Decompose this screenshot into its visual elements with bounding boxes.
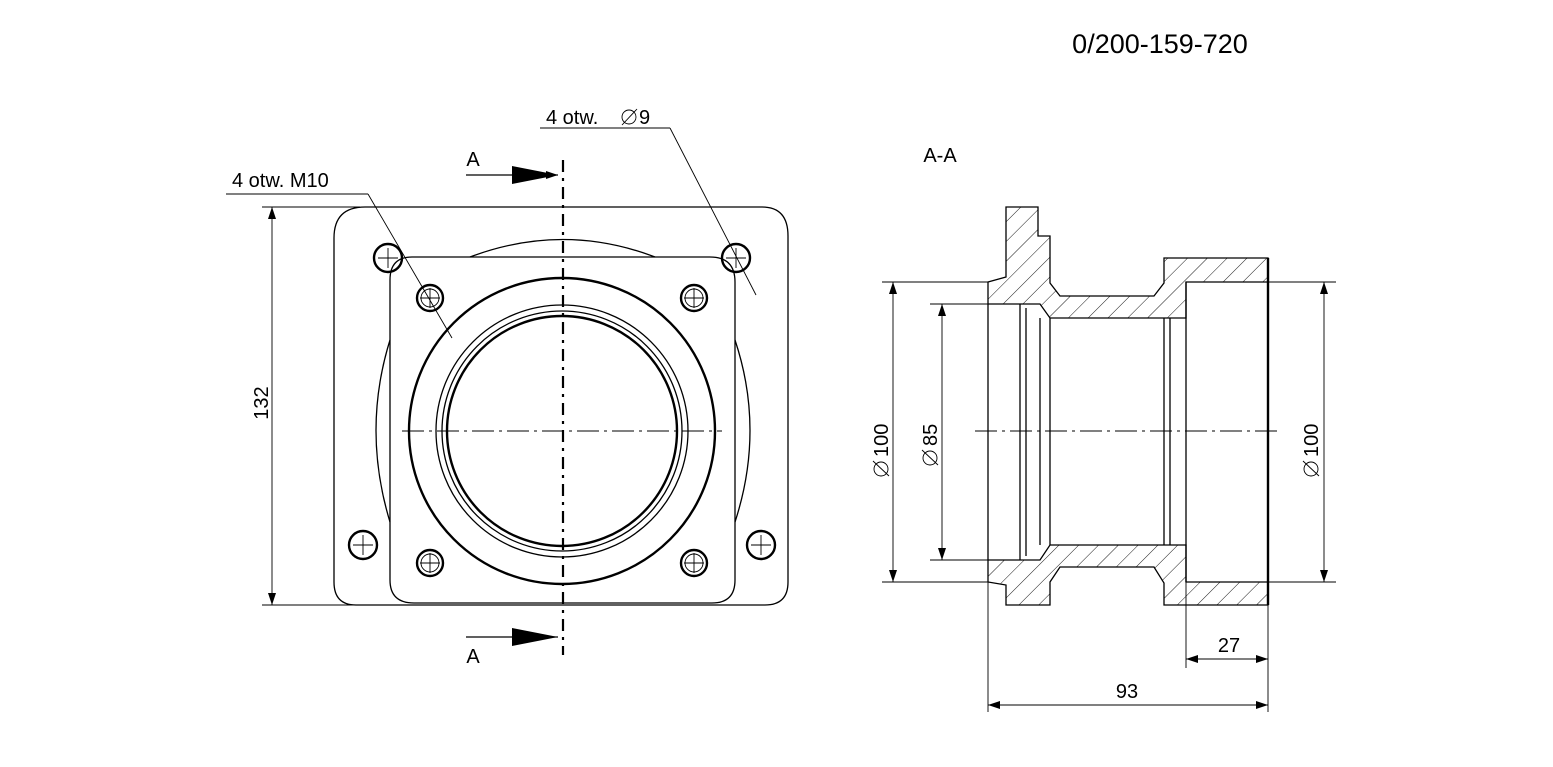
label-d9-value: 9 bbox=[639, 107, 650, 129]
dim-27-text: 27 bbox=[1218, 635, 1240, 657]
hole-d9-bottom-right bbox=[745, 529, 777, 561]
section-wall-bottom bbox=[987, 544, 1269, 606]
hole-m10-bottom-right bbox=[679, 548, 709, 578]
section-arrowhead-top bbox=[512, 166, 558, 184]
hole-m10-top-right bbox=[679, 283, 709, 313]
leader-m10-line bbox=[367, 193, 453, 339]
dim-d85-label: 85 bbox=[920, 424, 942, 466]
label-holes-d9: 4 otw. bbox=[546, 107, 598, 129]
hole-d9-top-right bbox=[720, 242, 752, 274]
svg-text:100: 100 bbox=[871, 424, 893, 457]
dim-93-text: 93 bbox=[1116, 681, 1138, 703]
section-wall-top bbox=[987, 206, 1269, 319]
hole-d9-bottom-left bbox=[347, 529, 379, 561]
section-title: A-A bbox=[923, 145, 957, 167]
body-arc-left bbox=[375, 339, 391, 523]
section-arrowhead-bottom bbox=[512, 628, 558, 646]
section-mark-top: A bbox=[466, 149, 480, 171]
label-holes-m10: 4 otw. M10 bbox=[232, 170, 329, 192]
body-arc-right bbox=[734, 339, 751, 523]
diameter-symbol-d9 bbox=[621, 108, 638, 126]
body-arc-top bbox=[469, 238, 656, 258]
section-mark-bottom: A bbox=[466, 646, 480, 668]
hole-m10-bottom-left bbox=[415, 548, 445, 578]
hole-m10-top-left bbox=[415, 283, 445, 313]
outer-flange-outline bbox=[333, 206, 789, 606]
svg-text:100: 100 bbox=[1301, 424, 1323, 457]
front-view: A A 4 otw. M10 4 otw. 9 132 bbox=[226, 107, 789, 668]
section-view: A-A 100 85 bbox=[871, 145, 1336, 712]
dim-132-text: 132 bbox=[251, 386, 273, 419]
leader-d9-line bbox=[669, 127, 757, 296]
dim-d100r-label: 100 bbox=[1301, 424, 1323, 477]
hole-d9-top-left bbox=[372, 242, 404, 274]
drawing-number: 0/200-159-720 bbox=[1072, 29, 1248, 59]
dim-d100l-label: 100 bbox=[871, 424, 893, 477]
svg-text:85: 85 bbox=[920, 424, 942, 446]
